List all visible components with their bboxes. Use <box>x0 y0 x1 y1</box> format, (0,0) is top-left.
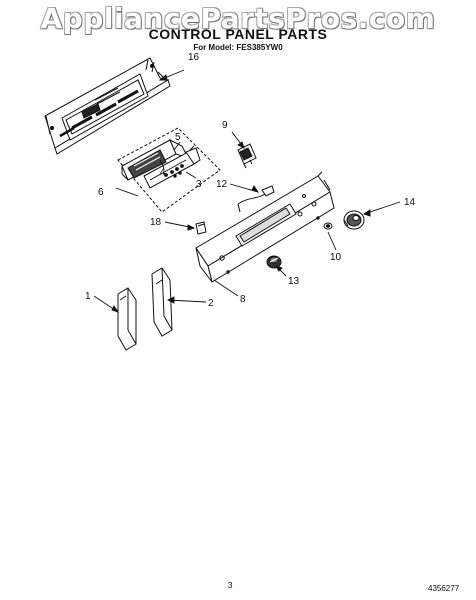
part-14-knob <box>343 210 365 230</box>
callout-6: 6 <box>98 187 104 198</box>
part-16-rear-panel <box>44 57 171 155</box>
part-2-end-bracket <box>151 267 173 337</box>
leader-lines <box>93 69 401 313</box>
page-number: 3 <box>228 581 233 590</box>
callout-5: 5 <box>175 132 181 143</box>
part-10-bushing <box>323 222 333 230</box>
callout-4: 4 <box>160 167 166 178</box>
part-8-control-panel <box>195 171 335 283</box>
callout-3: 3 <box>196 179 202 190</box>
part-6-control-group <box>117 127 221 213</box>
part-9-switch <box>237 143 257 169</box>
part-18-clip <box>195 221 207 235</box>
callout-8: 8 <box>240 294 246 305</box>
callout-14: 14 <box>404 197 416 208</box>
callout-labels: 16 9 5 6 4 3 12 14 18 10 13 8 1 2 <box>85 52 416 309</box>
callout-9: 9 <box>222 120 228 131</box>
callout-10: 10 <box>330 252 342 263</box>
callout-16: 16 <box>188 52 200 63</box>
part-3-overlay <box>143 145 201 189</box>
callout-2: 2 <box>208 298 214 309</box>
model-label: For Model: FES385YW0 <box>193 43 283 52</box>
watermark-logo: AppliancePartsPros.com <box>40 2 436 35</box>
callout-1: 1 <box>85 291 91 302</box>
part-1-end-bracket <box>117 287 137 351</box>
callout-12: 12 <box>216 179 228 190</box>
document-number: 4356277 <box>428 584 460 593</box>
diagram-title: CONTROL PANEL PARTS <box>148 26 328 42</box>
part-12-harness <box>237 185 275 213</box>
callout-13: 13 <box>288 276 300 287</box>
part-13-knob <box>266 255 282 269</box>
callout-18: 18 <box>150 217 162 228</box>
